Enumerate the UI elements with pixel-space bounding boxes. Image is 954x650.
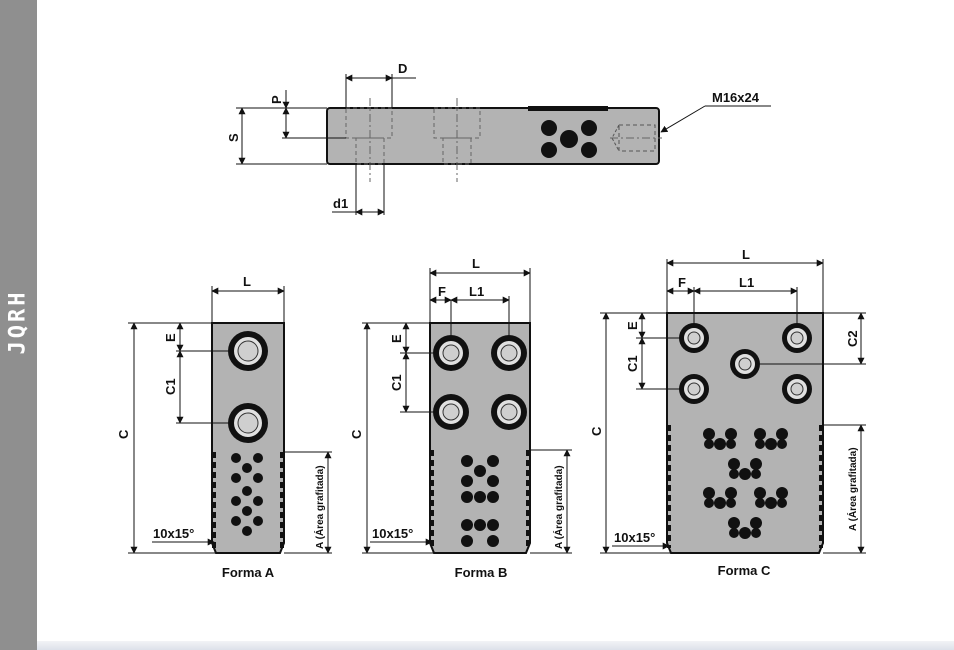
forma-c-chamfer: 10x15° <box>614 530 655 545</box>
forma-b-dim-E: E <box>389 334 404 343</box>
forma-b-dim-L: L <box>472 256 480 271</box>
forma-a-bolt-holes <box>228 331 268 443</box>
top-view: D P S d1 M16x24 <box>226 61 771 216</box>
forma-a-area-label: A (Área grafitada) <box>313 465 326 549</box>
forma-b: L F L1 C E C1 A (Área grafitada) 10x15° … <box>349 256 572 580</box>
forma-a-chamfer: 10x15° <box>153 526 194 541</box>
forma-c: L F L1 C E C1 C2 A (Área grafitada) 10x1… <box>589 247 866 578</box>
dim-D: D <box>398 61 407 76</box>
counterbore-1 <box>345 107 393 139</box>
forma-b-caption: Forma B <box>455 565 508 580</box>
forma-b-dim-F: F <box>438 284 446 299</box>
forma-a-dim-E: E <box>163 333 178 342</box>
forma-b-chamfer: 10x15° <box>372 526 413 541</box>
dim-P: P <box>269 95 284 104</box>
forma-c-dim-F: F <box>678 275 686 290</box>
forma-c-dim-E: E <box>625 321 640 330</box>
graphite-plugs-top-view <box>541 120 597 158</box>
footer-bar <box>37 641 954 650</box>
dim-S: S <box>226 133 241 142</box>
sidebar-logo-text: JQRH <box>5 289 31 355</box>
forma-c-graphite-plugs <box>703 428 788 539</box>
forma-c-dim-C1: C1 <box>625 355 640 372</box>
top-view-plate <box>326 107 660 165</box>
dim-d1: d1 <box>333 196 348 211</box>
thread-callout: M16x24 <box>712 90 760 105</box>
forma-b-graphite-plugs <box>461 455 499 547</box>
forma-c-caption: Forma C <box>718 563 771 578</box>
forma-c-dim-L: L <box>742 247 750 262</box>
forma-b-area-label: A (Área grafitada) <box>552 465 565 549</box>
forma-c-dim-C: C <box>589 426 604 436</box>
forma-a: L C E C1 A (Área grafitada) 10x15° Forma… <box>116 274 332 580</box>
forma-a-graphite-plugs <box>231 453 263 536</box>
forma-c-bolt-holes <box>679 323 812 404</box>
technical-drawing: D P S d1 M16x24 <box>116 61 866 580</box>
forma-b-dim-C: C <box>349 429 364 439</box>
forma-c-area-label: A (Área grafitada) <box>846 447 859 531</box>
forma-a-dim-L: L <box>243 274 251 289</box>
sidebar: JQRH <box>0 0 37 650</box>
forma-a-dim-C1: C1 <box>163 378 178 395</box>
forma-b-dim-L1: L1 <box>469 284 484 299</box>
forma-a-dim-C: C <box>116 429 131 439</box>
forma-b-bolt-holes <box>433 335 527 430</box>
forma-c-dim-C2: C2 <box>845 330 860 347</box>
forma-a-caption: Forma A <box>222 565 275 580</box>
forma-c-dim-L1: L1 <box>739 275 754 290</box>
forma-b-dim-C1: C1 <box>389 374 404 391</box>
